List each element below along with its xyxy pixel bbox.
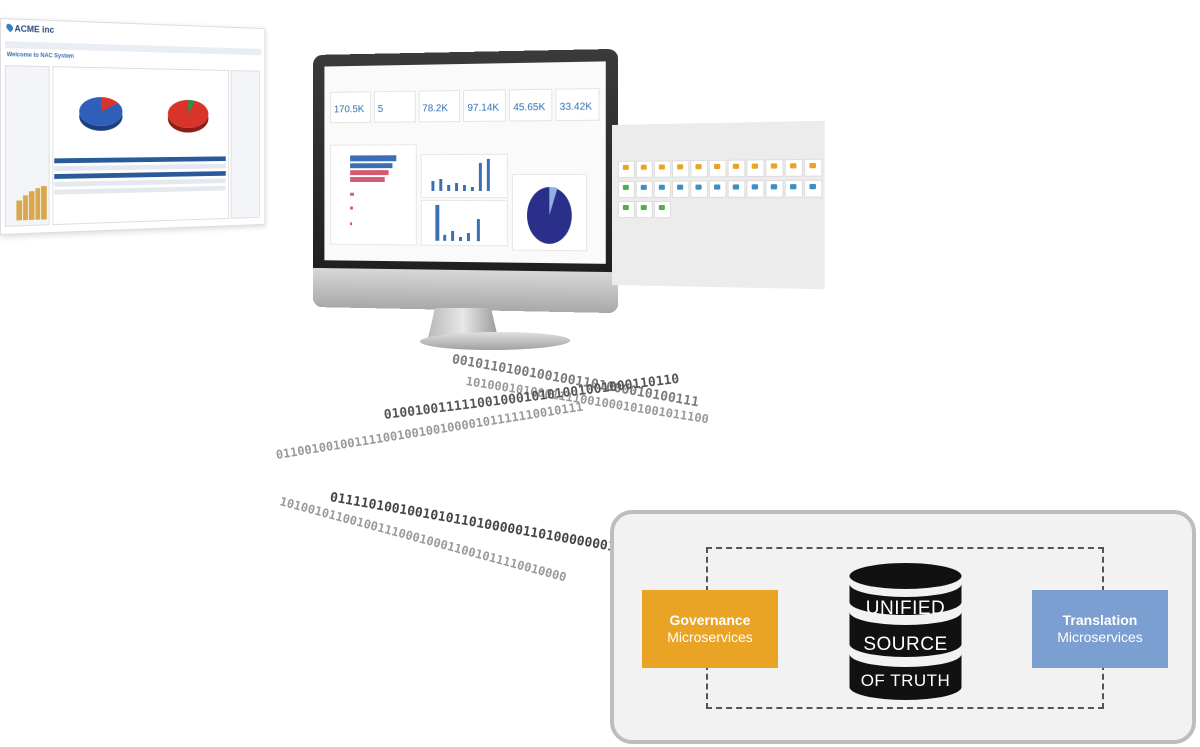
database-cylinder-icon	[849, 563, 962, 700]
kpi-value: 97.14K	[467, 102, 500, 114]
logo-text: ACME inc	[14, 23, 55, 35]
kpi-card: 97.14K	[463, 89, 507, 122]
data-table	[54, 156, 226, 207]
icon-grid-screenshot	[612, 120, 825, 290]
governance-microservices-box: Governance Microservices	[642, 590, 778, 668]
red-pie-chart	[167, 99, 209, 128]
kpi-value: 5	[377, 103, 384, 115]
blue-pie-chart	[79, 96, 123, 127]
database-label-line-3: OF TRUTH	[860, 671, 951, 690]
right-sidebar	[230, 70, 260, 219]
governance-subtitle: Microservices	[667, 629, 753, 645]
column-chart-top	[431, 158, 490, 192]
pie-chart-panel	[511, 173, 588, 252]
desktop-monitor: 170.5K 5 78.2K 97.14K 45.65K 33.42K	[313, 48, 619, 314]
column-chart-panel-bottom	[420, 199, 508, 247]
kpi-value: 33.42K	[559, 101, 593, 113]
database-label-line-1: UNIFIED	[865, 598, 946, 619]
acme-logo: ACME inc	[4, 22, 55, 35]
horizontal-bar-panel	[330, 144, 417, 246]
legacy-dashboard-screenshot: ACME inc Welcome to NAC System	[0, 18, 266, 235]
kpi-card: 78.2K	[418, 90, 461, 123]
monitor-chin	[313, 267, 619, 314]
kpi-row: 170.5K 5 78.2K 97.14K 45.65K 33.42K	[330, 88, 600, 124]
kpi-card: 45.65K	[509, 88, 553, 122]
column-chart-panel-top	[420, 153, 508, 199]
horizontal-bar-chart	[350, 155, 397, 226]
database-label-line-2: SOURCE	[863, 634, 948, 655]
gold-bar-chart	[16, 185, 47, 221]
column-chart-bottom	[435, 204, 480, 242]
translation-title: Translation	[1062, 612, 1138, 628]
kpi-value: 45.65K	[513, 101, 546, 114]
logo-drop-icon	[4, 22, 15, 33]
kpi-value: 78.2K	[422, 103, 448, 115]
governance-title: Governance	[669, 612, 751, 628]
pie-chart	[527, 186, 572, 245]
monitor-stand-foot	[415, 332, 575, 350]
app-icon-grid	[617, 158, 823, 219]
kpi-card: 5	[373, 90, 416, 123]
kpi-card: 33.42K	[555, 88, 600, 122]
translation-microservices-box: Translation Microservices	[1032, 590, 1168, 668]
kpi-card: 170.5K	[330, 91, 372, 124]
monitor-screen: 170.5K 5 78.2K 97.14K 45.65K 33.42K	[324, 61, 606, 264]
kpi-value: 170.5K	[333, 104, 365, 116]
dashboard-title: Welcome to NAC System	[6, 52, 74, 60]
translation-subtitle: Microservices	[1057, 629, 1143, 645]
